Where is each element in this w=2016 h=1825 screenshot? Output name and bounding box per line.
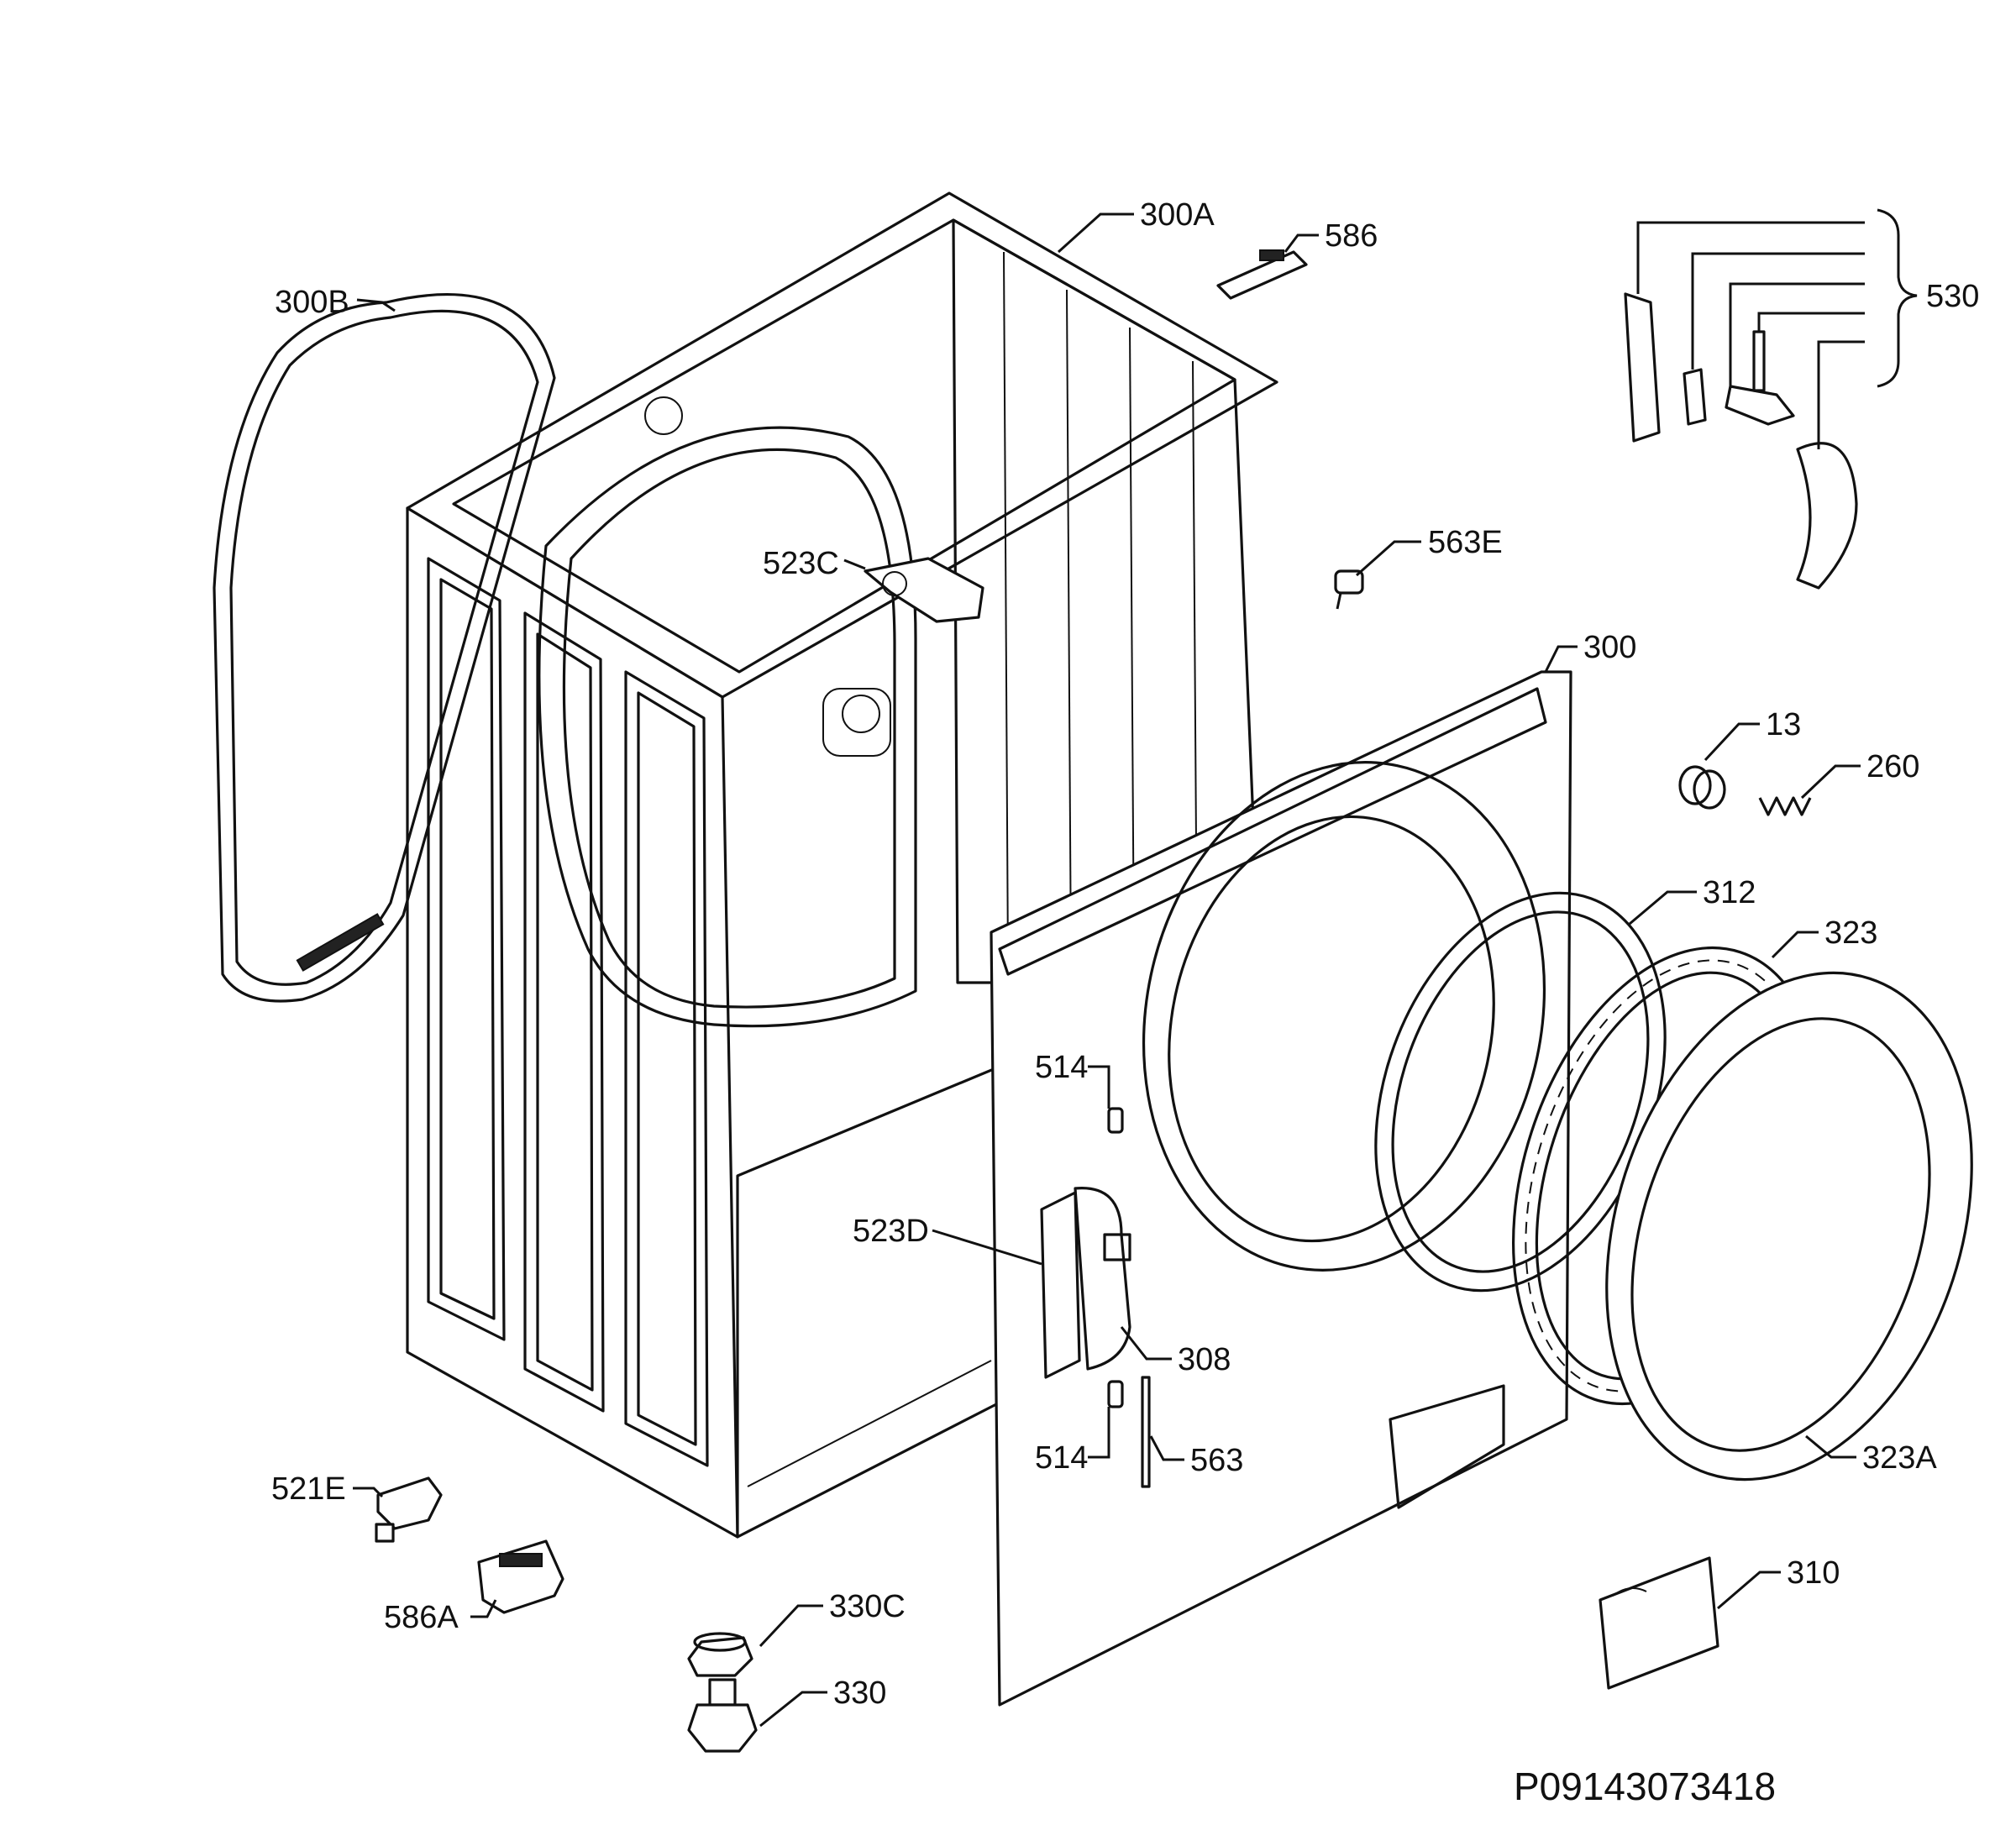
front-panel-part (990, 670, 1572, 1707)
label-308: 308 (1178, 1342, 1231, 1377)
label-300: 300 (1583, 630, 1636, 665)
label-563: 563 (1190, 1443, 1243, 1478)
spring-part-260 (1758, 796, 1812, 816)
leader-lines (353, 208, 1918, 1728)
label-530: 530 (1926, 279, 1979, 314)
hinge-arm-part-308 (1074, 1187, 1131, 1371)
label-330C: 330C (829, 1589, 906, 1624)
label-323: 323 (1824, 915, 1877, 951)
label-514-bottom: 514 (1035, 1440, 1088, 1476)
label-586: 586 (1325, 218, 1378, 254)
latch-part-586A (477, 1539, 564, 1614)
label-586A: 586A (384, 1600, 459, 1635)
label-310: 310 (1787, 1555, 1840, 1591)
hinge-plate-part-523D (1040, 1191, 1081, 1379)
pin-part-514-top (1107, 1107, 1124, 1134)
bushing-part-13 (1678, 765, 1726, 810)
part-563E (1334, 569, 1364, 610)
cabinet-body (406, 191, 1278, 1539)
label-300B: 300B (275, 285, 349, 320)
foot-part-330 (687, 1678, 758, 1753)
part-521E (375, 1476, 443, 1543)
door-outer-ring-part-323A (1605, 971, 1973, 1482)
rod-part-563 (1141, 1376, 1151, 1488)
label-323A: 323A (1862, 1440, 1937, 1476)
label-260: 260 (1866, 749, 1919, 784)
hook-part-523C (864, 557, 984, 623)
latch-part-586 (1216, 249, 1308, 300)
foot-nut-part-330C (687, 1632, 753, 1677)
label-563E: 563E (1428, 525, 1503, 560)
door-handle-assembly-530 (1624, 292, 1858, 590)
rear-gasket-part (213, 292, 556, 1003)
label-13: 13 (1766, 707, 1801, 742)
access-hatch-part-310 (1599, 1556, 1719, 1690)
label-514-top: 514 (1035, 1050, 1088, 1085)
part-labels: 300A 586 530 300B 563E 523C 300 13 260 3… (271, 197, 1979, 1808)
label-521E: 521E (271, 1471, 346, 1507)
label-300A: 300A (1140, 197, 1215, 233)
pin-part-514-bottom (1107, 1380, 1124, 1408)
label-330: 330 (833, 1676, 886, 1711)
label-312: 312 (1703, 875, 1756, 910)
label-523D: 523D (853, 1214, 929, 1249)
drawing-code: P09143073418 (1514, 1765, 1776, 1808)
label-523C: 523C (763, 546, 839, 581)
